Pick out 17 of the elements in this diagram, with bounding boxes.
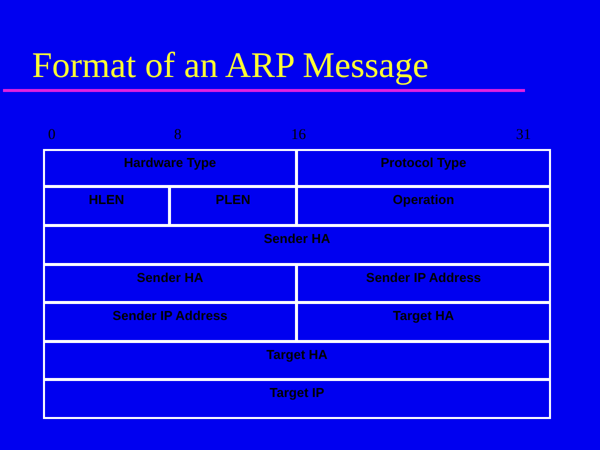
- bit-number: 31: [516, 127, 531, 144]
- table-cell: Operation: [296, 186, 551, 226]
- table-cell: Sender HA: [43, 225, 551, 265]
- slide-title: Format of an ARP Message: [32, 44, 429, 86]
- bit-number: 0: [48, 127, 56, 144]
- table-cell: Target HA: [43, 341, 551, 380]
- table-cell: HLEN: [43, 186, 170, 226]
- table-cell: Sender HA: [43, 264, 297, 303]
- table-cell: Target IP: [43, 379, 551, 419]
- bit-number: 8: [174, 127, 182, 144]
- table-cell: Sender IP Address: [43, 302, 297, 342]
- table-cell: Hardware Type: [43, 149, 297, 187]
- bit-number: 16: [291, 127, 306, 144]
- table-cell: PLEN: [169, 186, 297, 226]
- table-cell: Sender IP Address: [296, 264, 551, 303]
- table-cell: Target HA: [296, 302, 551, 342]
- table-cell: Protocol Type: [296, 149, 551, 187]
